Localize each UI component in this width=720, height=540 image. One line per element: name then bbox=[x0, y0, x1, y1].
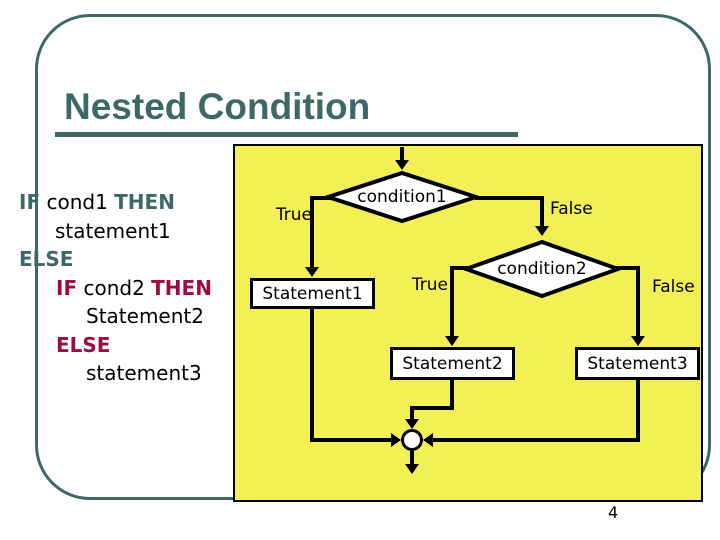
exit-arrow-icon bbox=[405, 464, 419, 474]
true-label-2: True bbox=[411, 275, 448, 295]
connector-top-arrow-icon bbox=[405, 419, 419, 429]
pseudocode-line-2: statement1 bbox=[55, 218, 171, 243]
page-title: Nested Condition bbox=[64, 86, 371, 127]
pseudocode-line-3-else: ELSE bbox=[19, 247, 74, 271]
statement2-hline bbox=[410, 406, 454, 410]
flowchart-panel: condition1 True Statement1 False conditi… bbox=[233, 144, 703, 502]
keyword-then-2: THEN bbox=[151, 275, 212, 300]
d2-true-vline bbox=[450, 266, 454, 338]
statement2-arrow-icon bbox=[445, 336, 459, 346]
pseudocode-line-1: IF cond1 THEN bbox=[19, 188, 212, 217]
pseudocode-line-7: statement3 bbox=[86, 361, 202, 385]
connector-right-arrow-icon bbox=[423, 433, 433, 447]
statement2-vline2 bbox=[410, 406, 414, 419]
pseudocode-line-5: Statement2 bbox=[86, 304, 204, 328]
d2-true-hline bbox=[450, 266, 471, 270]
condition-2-text: cond2 bbox=[77, 275, 152, 300]
statement1-down-vline bbox=[310, 309, 314, 442]
entry-arrow-icon bbox=[395, 160, 409, 170]
d2-false-vline bbox=[636, 266, 640, 338]
entry-line bbox=[400, 147, 404, 160]
false-label-1: False bbox=[550, 199, 593, 219]
statement1-arrow-icon bbox=[305, 267, 319, 277]
keyword-if-2: IF bbox=[56, 275, 78, 300]
d1-false-hline bbox=[475, 196, 544, 200]
pseudocode-line-6-else: ELSE bbox=[56, 332, 111, 357]
statement2-down-vline bbox=[450, 380, 454, 410]
connector-circle bbox=[401, 429, 423, 451]
statement3-to-connector-hline bbox=[433, 438, 640, 442]
exit-vline bbox=[410, 451, 414, 464]
d1-true-vline bbox=[310, 196, 314, 268]
true-label-1: True bbox=[275, 205, 312, 225]
false-label-2: False bbox=[652, 277, 695, 297]
d1-false-vline bbox=[540, 196, 544, 226]
title-underline bbox=[55, 132, 518, 137]
statement3-down-vline bbox=[636, 380, 640, 442]
statement1-to-connector-hline bbox=[310, 438, 391, 442]
d1-true-hline bbox=[310, 196, 334, 200]
condition-1-text: cond1 bbox=[40, 190, 115, 214]
connector-left-arrow-icon bbox=[391, 433, 401, 447]
d2-false-hline bbox=[615, 266, 640, 270]
keyword-if-1: IF bbox=[19, 190, 41, 214]
statement1-box: Statement1 bbox=[250, 278, 375, 309]
statement3-arrow-icon bbox=[631, 336, 645, 346]
pseudocode-line-4: IF cond2 THEN bbox=[19, 274, 212, 303]
page-number: 4 bbox=[608, 503, 619, 522]
decision2-arrow-icon bbox=[535, 226, 549, 236]
pseudocode-block: IF cond1 THEN statement1 ELSE IF cond2 T… bbox=[19, 188, 212, 388]
statement3-box: Statement3 bbox=[575, 347, 700, 380]
decision2-label: condition2 bbox=[497, 259, 587, 279]
decision1-label: condition1 bbox=[357, 187, 447, 207]
keyword-then-1: THEN bbox=[114, 190, 175, 214]
statement2-box: Statement2 bbox=[390, 347, 515, 380]
